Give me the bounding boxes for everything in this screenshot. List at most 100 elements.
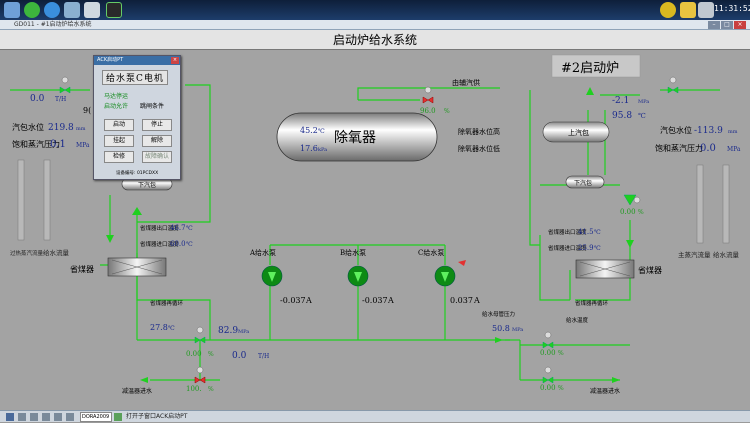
left-valve-pct-2-unit: %	[208, 386, 214, 393]
station-input[interactable]: DORA2009	[80, 412, 112, 422]
folder-icon[interactable]	[680, 2, 696, 18]
left-temp-bottom-unit: ℃	[168, 325, 175, 332]
right-header-pressure-unit: MPa	[512, 327, 523, 333]
steam-valve-pct: 96.0	[420, 107, 436, 115]
close-button[interactable]: ×	[734, 21, 746, 29]
computer-icon[interactable]	[4, 2, 20, 18]
tool-icon-1[interactable]	[18, 413, 26, 421]
valve-right-top[interactable]	[667, 76, 679, 94]
globe-icon[interactable]	[44, 2, 60, 18]
pump-c-arrow-icon	[441, 272, 449, 282]
left-temp-bottom-value: 27.8	[150, 323, 168, 332]
right-pressure-top-value: -2.1	[612, 96, 629, 106]
right-economizer-label: 省煤器	[638, 265, 662, 275]
status-icon[interactable]	[660, 2, 676, 18]
release-button[interactable]: 解除	[142, 135, 172, 147]
bottom-toolbar: DORA2009 打开子窗口ACK启动PT	[0, 410, 750, 422]
pump-b-unit: A	[387, 296, 394, 305]
dialog-close-button[interactable]: ×	[171, 57, 179, 64]
left-econ-in-label: 省煤器出口温度	[140, 224, 179, 232]
pump-a-current: -0.037	[280, 296, 306, 305]
left-sat-pressure-label: 饱和蒸汽压力	[12, 139, 60, 149]
fault-confirm-button[interactable]: 故障确认	[142, 151, 172, 163]
right-econ-out-label: 省煤器出口温度	[548, 228, 587, 236]
left-econ-out-label: 省煤器进口温度	[140, 240, 179, 248]
valve-left-bottom-2[interactable]	[194, 366, 206, 384]
pump-control-dialog: ACK启动PT × 给水泵C电机 马达停运 启动允许 跳闸条件 启动 停止 挂起…	[93, 55, 181, 180]
valve-left-top[interactable]	[59, 76, 71, 94]
right-lower-drum[interactable]	[565, 175, 605, 189]
valve-right-bottom-1[interactable]	[542, 331, 554, 349]
valve-left-bottom-1[interactable]	[194, 326, 206, 344]
right-sat-pressure-label: 饱和蒸汽压力	[655, 143, 703, 153]
pipe-network	[10, 84, 720, 381]
pump-b[interactable]: B给水泵 -0.037 A	[340, 248, 394, 305]
right-econ-out-value: 41.5	[578, 228, 594, 236]
left-boiler: 0.0 T/H 汽包水位 219.8 mm 饱和蒸汽压力 0.1 MPa 9( …	[10, 94, 269, 395]
settings-icon[interactable]	[698, 2, 714, 18]
left-economizer-label: 省煤器	[70, 264, 94, 274]
left-drum-level-value: 219.8	[48, 123, 74, 133]
right-temp-top-unit: ℃	[638, 112, 646, 120]
dialog-status-motor: 马达停运	[104, 93, 129, 100]
steam-valve-pct-unit: %	[444, 108, 450, 115]
left-valve-pct-2: 100.	[186, 385, 202, 393]
left-flow-bottom-value: 0.0	[232, 351, 247, 361]
left-valve-pct-1: 0.00	[186, 350, 202, 358]
valve-right-bottom-2[interactable]	[542, 366, 554, 384]
right-bar-feed-flow	[722, 164, 730, 244]
right-econ-out-unit: ℃	[594, 229, 601, 236]
start-button[interactable]: 启动	[104, 119, 134, 131]
right-econ-in-label: 省煤器进口温度	[548, 244, 587, 252]
deaerator-name: 除氧器	[334, 130, 376, 146]
arrow-down-icon	[106, 235, 114, 243]
pump-c-label: C给水泵	[418, 248, 444, 257]
hang-button[interactable]: 挂起	[104, 135, 134, 147]
left-valve-pct-1-unit: %	[208, 351, 214, 358]
pump-a[interactable]: A给水泵 -0.037 A	[249, 248, 312, 305]
left-drain-label: 减温器进水	[122, 387, 152, 395]
right-boiler-title: #2启动炉	[561, 61, 619, 76]
monitor-icon[interactable]	[64, 2, 80, 18]
tool-icon-4[interactable]	[54, 413, 62, 421]
right-drum-level-unit: mm	[728, 129, 738, 135]
right-valve-pct-2-unit: %	[558, 385, 564, 392]
window-bar: GD011 - #1启动炉给水系统 – □ ×	[0, 20, 750, 30]
left-flow-bottom-unit: T/H	[258, 353, 269, 360]
pump-c[interactable]: C给水泵 0.037 A	[418, 248, 480, 305]
right-pressure-top-unit: MPa	[638, 99, 649, 105]
right-boiler: #2启动炉 -2.1 MPa 95.8 ℃ 上汽包 下汽包 汽包水位 -113.…	[482, 54, 741, 395]
minimize-button[interactable]: –	[708, 21, 720, 29]
dialog-footer: 设备编号: 01PCDXX	[116, 171, 159, 176]
header-arrow-icon	[495, 337, 503, 343]
left-flow-top-value: 0.0	[30, 94, 45, 104]
left-recirc-label: 省煤器再循环	[150, 299, 184, 307]
right-econ-in-unit: ℃	[594, 245, 601, 252]
right-bar2-label: 给水流量	[713, 250, 740, 259]
deaerator-temp-unit: ℃	[318, 128, 325, 135]
terminal-icon[interactable]	[106, 2, 122, 18]
tool-icon-5[interactable]	[66, 413, 74, 421]
ok-icon[interactable]	[114, 413, 122, 421]
valve-right-side[interactable]	[623, 194, 641, 206]
chart-icon[interactable]	[84, 2, 100, 18]
tool-icon-3[interactable]	[42, 413, 50, 421]
repair-button[interactable]: 检修	[104, 151, 134, 163]
right-valves	[542, 76, 679, 384]
grid-icon[interactable]	[6, 413, 14, 421]
stop-button[interactable]: 停止	[142, 119, 172, 131]
right-drain-label: 减温器进水	[590, 387, 620, 395]
os-top-taskbar: 11:31:52	[0, 0, 750, 20]
left-bar1-label: 过热蒸汽流量	[10, 249, 44, 257]
deaerator[interactable]: 45.2 ℃ 17.6 kPa 除氧器	[276, 112, 438, 162]
left-partial-value: 9(	[83, 106, 91, 115]
left-sat-pressure-value: 0.1	[50, 139, 66, 150]
right-sat-pressure-value: 0.0	[700, 143, 716, 154]
maximize-button[interactable]: □	[721, 21, 733, 29]
valve-deaerator-steam[interactable]	[422, 86, 434, 104]
right-drum-level-label: 汽包水位	[660, 125, 692, 135]
right-arrow-right-icon	[612, 377, 620, 383]
tool-icon-2[interactable]	[30, 413, 38, 421]
right-upper-drum[interactable]	[542, 121, 610, 143]
green-circle-icon[interactable]	[24, 2, 40, 18]
